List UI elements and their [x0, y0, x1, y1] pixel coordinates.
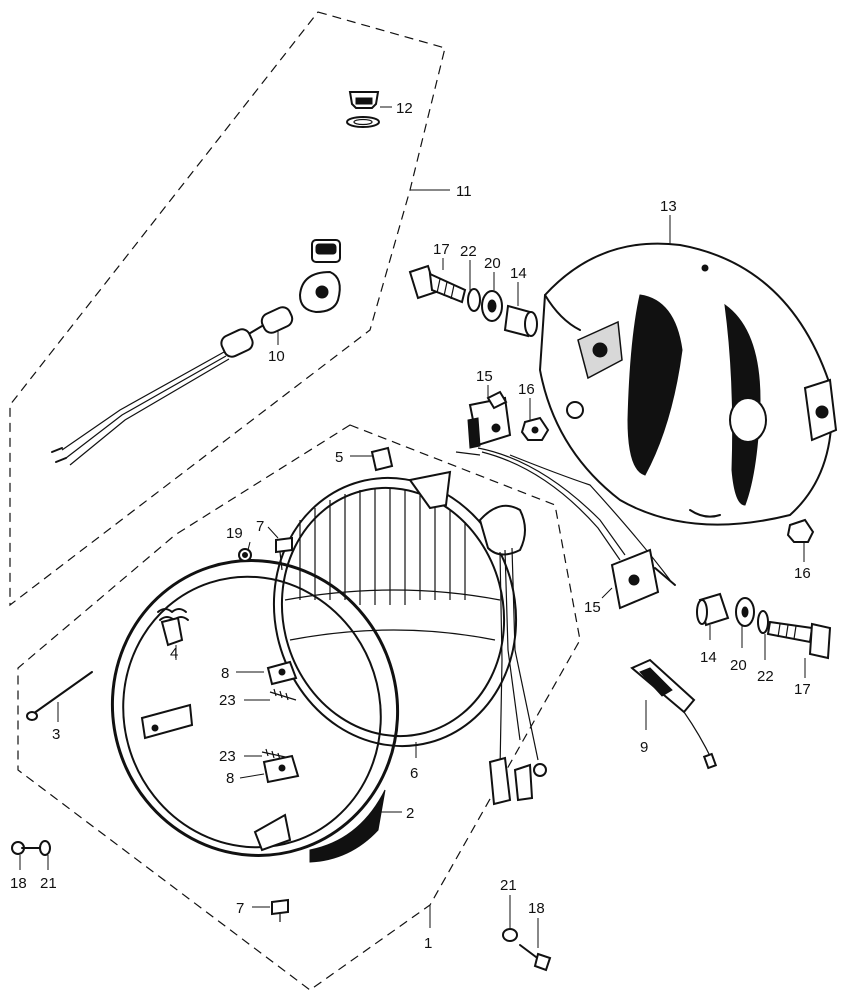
part-18-bolt-left — [11, 841, 43, 855]
part-21-washer-bottom — [502, 928, 518, 942]
callout-2: 2 — [406, 805, 414, 822]
part-5-clip — [370, 446, 394, 472]
callout-13: 13 — [660, 198, 677, 215]
callout-8-upper: 8 — [221, 665, 229, 682]
callout-3: 3 — [52, 726, 60, 743]
part-13-headlight-case — [538, 242, 838, 526]
part-11-wiring-socket — [51, 239, 341, 466]
callout-21-bottom: 21 — [500, 877, 517, 894]
callout-4: 4 — [170, 645, 178, 662]
callout-15-upper: 15 — [476, 368, 493, 385]
callout-16-upper: 16 — [518, 381, 535, 398]
part-20-washer-upper — [481, 290, 503, 322]
part-15-connector-upper — [467, 390, 512, 449]
callout-17-upper: 17 — [433, 241, 450, 258]
callout-7-lower: 7 — [236, 900, 244, 917]
part-15-connector-lower — [610, 548, 676, 610]
part-21-washer-left — [39, 840, 51, 856]
leader-lines — [19, 106, 806, 948]
group-outline-headlight-unit — [17, 424, 581, 991]
callout-16-lower: 16 — [794, 565, 811, 582]
part-12-cap — [346, 91, 380, 128]
callout-22-lower: 22 — [757, 668, 774, 685]
part-2-headlight-rim — [110, 559, 400, 863]
callout-5: 5 — [335, 449, 343, 466]
part-20-washer-lower — [735, 597, 755, 627]
callout-14-upper: 14 — [510, 265, 527, 282]
part-23-screw-upper — [269, 688, 297, 701]
part-7-screw-lower — [271, 898, 289, 922]
callout-20-lower: 20 — [730, 657, 747, 674]
callout-11: 11 — [456, 183, 472, 200]
callout-22-upper: 22 — [460, 243, 477, 260]
callout-12: 12 — [396, 100, 413, 117]
callout-18-bottom: 18 — [528, 900, 545, 917]
callout-19: 19 — [226, 525, 243, 542]
part-6-sealed-beam — [272, 470, 547, 806]
callout-14-lower: 14 — [700, 649, 717, 666]
callout-23-upper: 23 — [219, 692, 236, 709]
callout-10: 10 — [268, 348, 285, 365]
callout-labels: 12 11 10 13 17 22 20 14 15 16 5 19 7 4 8… — [10, 100, 811, 952]
callout-8-lower: 8 — [226, 770, 234, 787]
part-22-washer-upper — [467, 288, 481, 312]
callout-1: 1 — [424, 935, 432, 952]
part-14-collar-lower — [696, 592, 730, 627]
callout-23-lower: 23 — [219, 748, 236, 765]
callout-6: 6 — [410, 765, 418, 782]
part-8-clip-lower — [262, 754, 300, 784]
callout-15-lower: 15 — [584, 599, 601, 616]
callout-18-left: 18 — [10, 875, 27, 892]
part-16-nut-upper — [520, 416, 550, 441]
part-7-screw-upper — [275, 536, 293, 571]
part-16-nut-lower — [786, 518, 815, 543]
part-14-collar-upper — [503, 304, 538, 338]
part-17-bolt-lower — [766, 620, 832, 660]
part-8-clip-upper — [266, 660, 298, 686]
callout-7-upper: 7 — [256, 518, 264, 535]
callout-9: 9 — [640, 739, 648, 756]
part-9-pilot-socket — [630, 658, 718, 770]
part-18-bolt-bottom — [519, 944, 552, 972]
group-outline-wiring — [9, 11, 446, 607]
part-19-nut — [238, 548, 252, 562]
part-17-bolt-upper — [408, 264, 467, 304]
part-22-washer-lower — [757, 610, 769, 634]
callout-17-lower: 17 — [794, 681, 811, 698]
callout-20-upper: 20 — [484, 255, 501, 272]
part-3-adjusting-screw — [26, 671, 93, 721]
callout-21-left: 21 — [40, 875, 57, 892]
part-4-spring — [157, 608, 189, 647]
